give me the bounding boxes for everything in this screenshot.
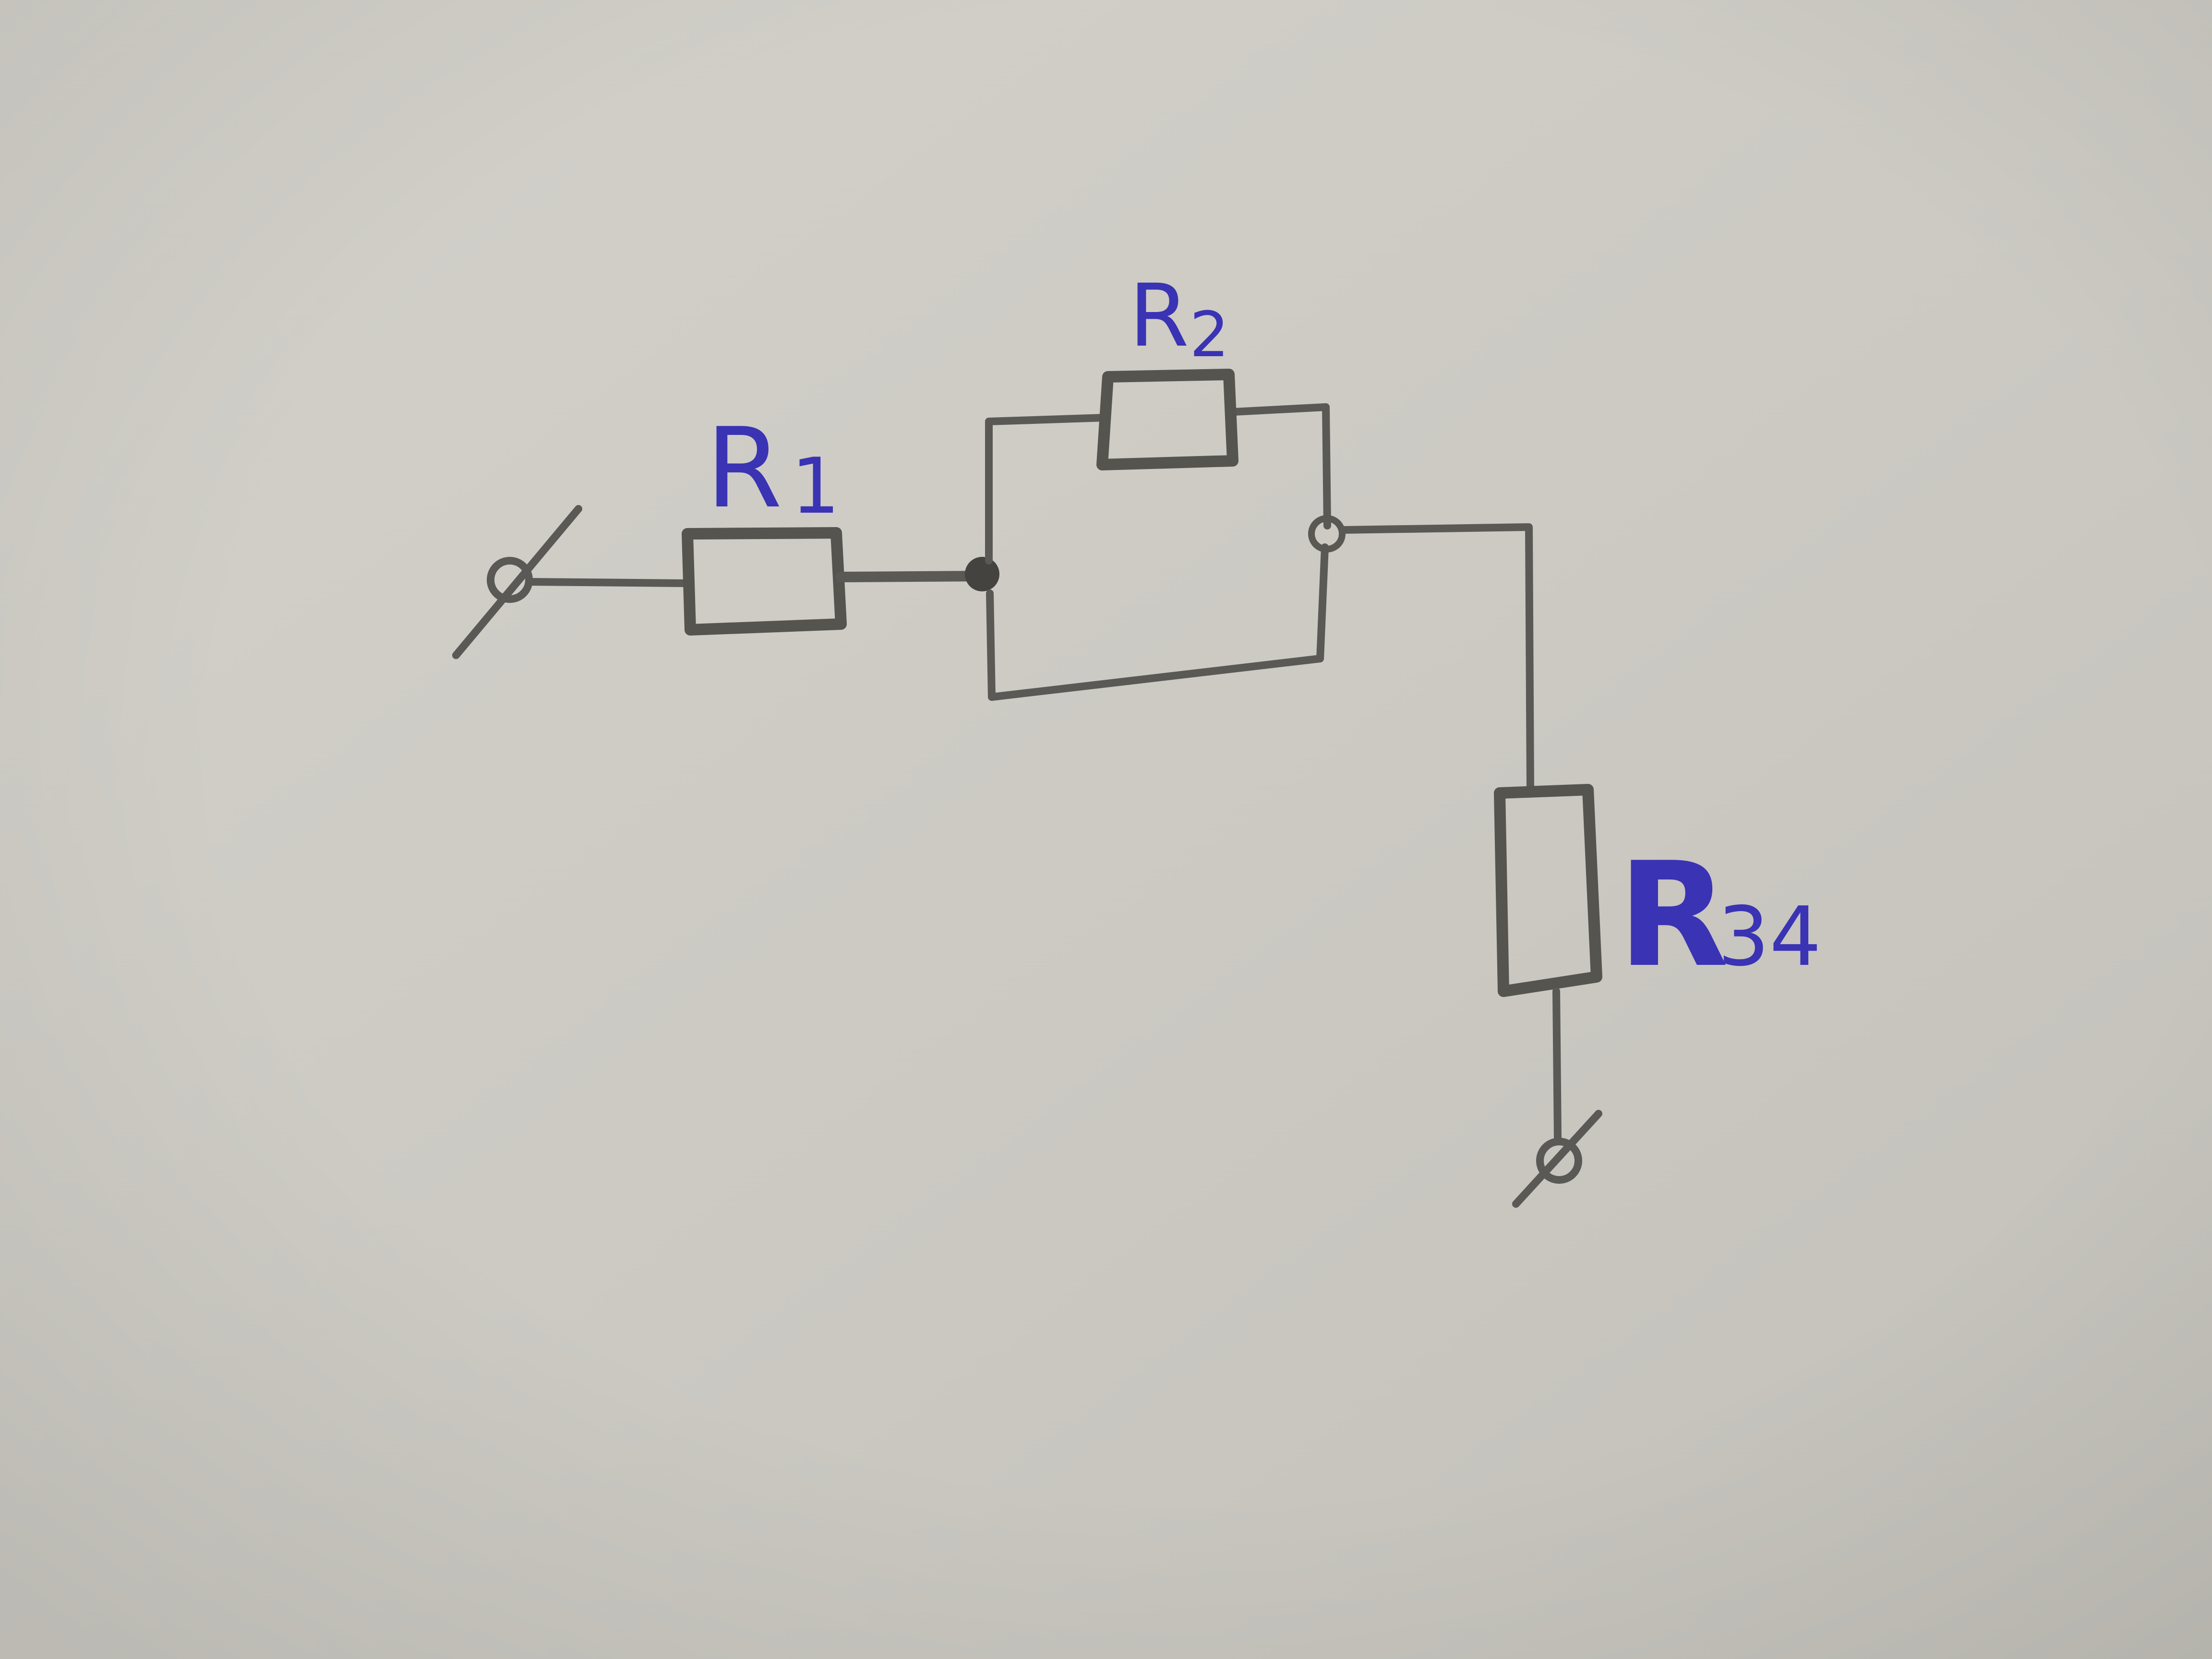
resistor-r34-body — [1494, 784, 1602, 997]
wire-top-branch-right — [1230, 403, 1331, 529]
wire-parallel-left-rail — [985, 418, 996, 701]
wire-output — [1552, 987, 1562, 1142]
wire-r2-r34 — [1338, 523, 1534, 792]
label-r1: R 1 — [706, 405, 840, 533]
label-r1-subscript: 1 — [791, 441, 840, 531]
junction-left — [965, 557, 999, 591]
label-r2: R 2 — [1129, 266, 1229, 371]
label-r2-subscript: 2 — [1190, 298, 1229, 371]
wire-bottom-branch — [988, 543, 1329, 701]
wire-r1-junction — [836, 571, 990, 582]
terminal-left-slash — [452, 505, 582, 659]
label-r34: R 34 — [1618, 831, 1821, 999]
label-r2-letter: R — [1129, 266, 1189, 366]
terminal-bottom-ring — [1536, 1138, 1582, 1184]
junction-right — [1308, 515, 1346, 553]
wire-input — [525, 578, 690, 587]
wire-top-branch-left — [985, 414, 1109, 425]
terminal-bottom-slash — [1512, 1110, 1602, 1208]
terminal-bottom — [1512, 1110, 1602, 1208]
label-r1-letter: R — [706, 405, 782, 533]
resistor-r1-body — [682, 527, 847, 636]
label-r34-letter: R — [1618, 831, 1729, 999]
resistor-r2-body — [1096, 369, 1238, 470]
label-r34-subscript: 34 — [1718, 890, 1821, 985]
